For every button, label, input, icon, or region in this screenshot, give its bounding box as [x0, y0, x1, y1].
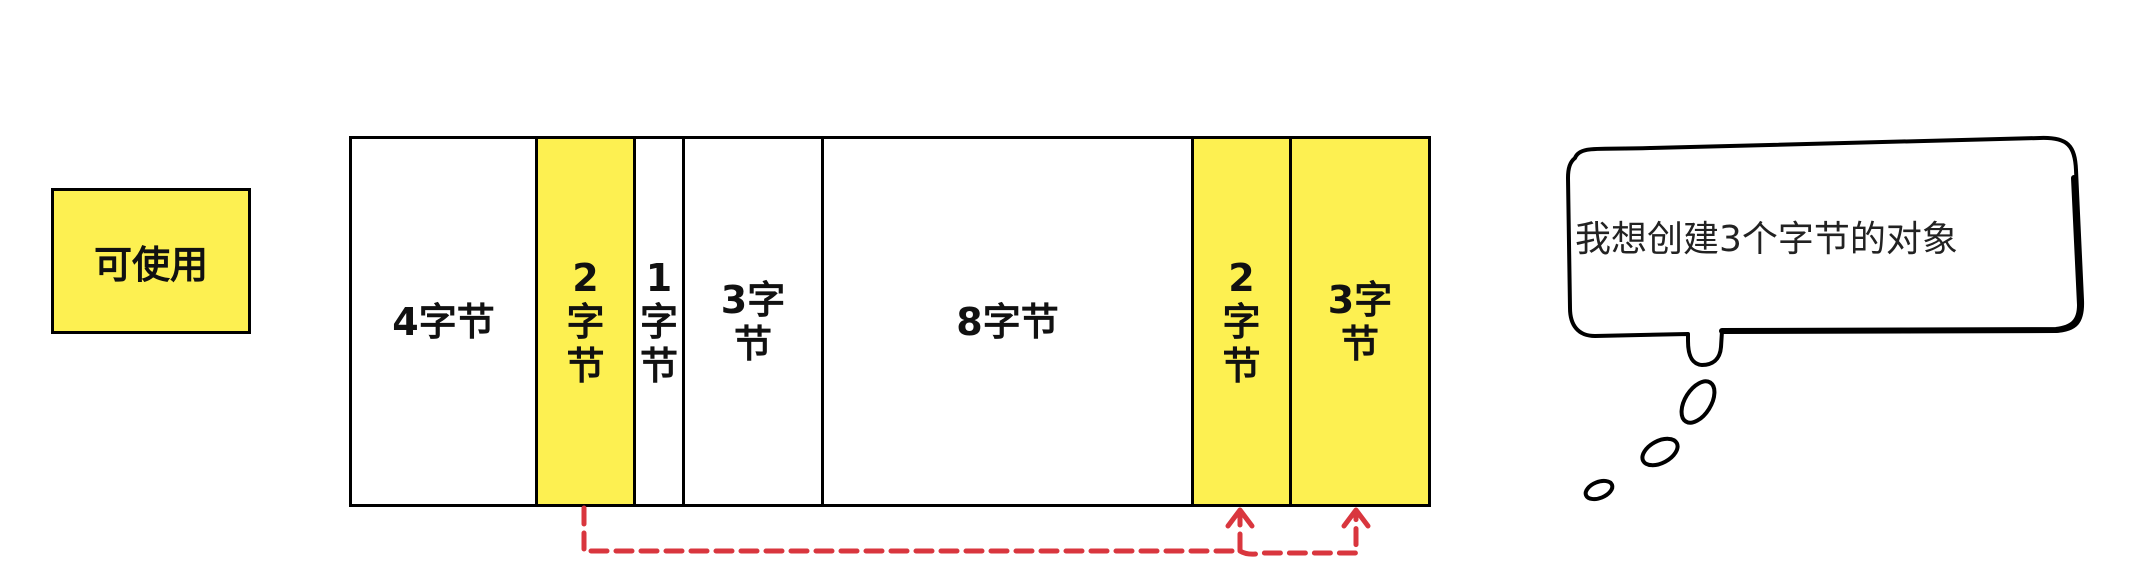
memory-strip: 4字节 2 字 节 1 字 节 3字 节 8字节 2 字 节 3字 节	[349, 136, 1431, 507]
thought-dot-small	[1583, 478, 1615, 502]
arrow-head-icon	[1341, 507, 1371, 529]
legend-available-label: 可使用	[93, 242, 208, 287]
memory-block-8-bytes: 8字节	[824, 139, 1194, 504]
memory-block-label: 4字节	[392, 299, 495, 344]
memory-block-label: 3字 节	[720, 277, 786, 366]
memory-block-label: 8字节	[956, 299, 1059, 344]
search-path-arrows	[581, 505, 1359, 557]
thought-bubble	[1566, 135, 2085, 502]
memory-block-label: 3字 节	[1327, 277, 1393, 366]
memory-block-4-bytes: 4字节	[352, 139, 538, 504]
memory-block-label: 2 字 节	[566, 255, 605, 388]
memory-block-2-bytes-free-right: 2 字 节	[1194, 139, 1292, 504]
legend-available-box: 可使用	[51, 188, 251, 334]
search-path-line-second	[1237, 509, 1359, 557]
thought-bubble-text: 我想创建3个字节的对象	[1575, 219, 1958, 260]
search-path-line	[581, 505, 1243, 554]
memory-block-3-bytes-free: 3字 节	[1292, 139, 1428, 504]
arrow-heads	[1225, 507, 1371, 529]
memory-block-label: 1 字 节	[639, 255, 678, 388]
thought-dot-large	[1679, 379, 1717, 425]
memory-block-1-byte: 1 字 节	[636, 139, 685, 504]
memory-block-3-bytes: 3字 节	[685, 139, 824, 504]
thought-dot-medium	[1640, 436, 1680, 468]
memory-block-label: 2 字 节	[1222, 255, 1261, 388]
arrow-head-icon	[1225, 507, 1255, 529]
memory-block-2-bytes-free: 2 字 节	[538, 139, 636, 504]
